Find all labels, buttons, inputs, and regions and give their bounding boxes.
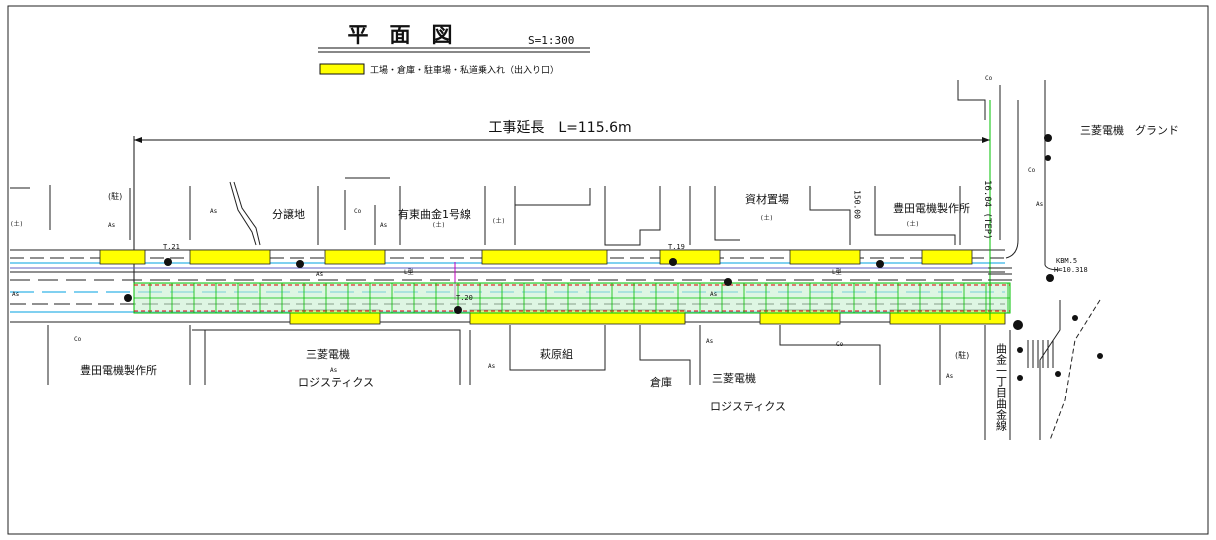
manholes xyxy=(124,134,1103,381)
label-as-2: As xyxy=(210,208,218,215)
label-parking-bottom: (駐) xyxy=(955,350,969,360)
label-co-5: Co xyxy=(1028,167,1036,174)
label-as-10: As xyxy=(946,373,954,380)
label-as-4: As xyxy=(316,271,324,278)
label-road-name: 有東曲金1号線 xyxy=(398,207,471,221)
label-as-8: As xyxy=(488,363,496,370)
label-hagiwara: 萩原組 xyxy=(540,348,573,361)
label-subdivision: 分譲地 xyxy=(272,207,305,221)
label-as-5: As xyxy=(12,291,20,298)
label-mitsubishi-a2: ロジスティクス xyxy=(298,376,374,389)
label-kbm-1: KBM.5 xyxy=(1056,257,1077,265)
crosswalk xyxy=(988,267,1054,368)
legend-label: 工場・倉庫・駐車場・私道乗入れ（出入り口） xyxy=(370,64,559,76)
drawing-title: 平 面 図 xyxy=(348,23,453,47)
legend-swatch xyxy=(319,63,365,75)
label-as-9: As xyxy=(706,338,714,345)
label-grand: 三菱電機 グランド xyxy=(1080,123,1179,137)
work-length-label: 工事延長 L=115.6m xyxy=(488,120,631,136)
label-vertical-road: 曲金一丁目曲金線 xyxy=(995,343,1008,431)
label-as-1: As xyxy=(108,222,116,229)
buildings-bottom xyxy=(47,299,1101,441)
label-mitsubishi-b1: 三菱電機 xyxy=(712,371,756,385)
label-materials-yard: 資材置場 xyxy=(745,192,789,206)
label-as-6: As xyxy=(710,291,718,298)
label-co-4: Co xyxy=(985,75,993,82)
label-co-2: Co xyxy=(74,336,82,343)
label-toyoda-top: 豊田電機製作所 xyxy=(893,201,970,215)
label-tep: 16.04 (TEP) xyxy=(982,180,992,240)
label-soil-3: (土) xyxy=(492,217,505,225)
label-toyoda-bottom: 豊田電機製作所 xyxy=(80,363,157,377)
label-as-11: As xyxy=(1036,201,1044,208)
label-kbm-2: H=10.318 xyxy=(1054,266,1088,274)
label-co-3: Co xyxy=(836,341,844,348)
label-lgata-2: L型 xyxy=(832,268,842,276)
label-soil-2: (土) xyxy=(432,221,445,229)
label-co-1: Co xyxy=(354,208,362,215)
label-warehouse: 倉庫 xyxy=(650,375,672,389)
label-parking-top: (駐) xyxy=(108,191,122,201)
buildings-top xyxy=(10,80,1061,271)
label-t21: T.21 xyxy=(163,243,180,251)
drawing-scale: S=1:300 xyxy=(528,34,574,47)
label-t20: T.20 xyxy=(456,294,473,302)
label-soil-4: (土) xyxy=(760,214,773,222)
drawing-frame xyxy=(7,5,1209,535)
label-soil-1: (土) xyxy=(10,220,23,228)
label-t19: T.19 xyxy=(668,243,685,251)
label-mitsubishi-a1: 三菱電機 xyxy=(306,347,350,361)
label-lgata-1: L型 xyxy=(404,268,414,276)
entrances-top xyxy=(99,249,973,265)
label-mitsubishi-b2: ロジスティクス xyxy=(710,400,786,413)
construction-area xyxy=(133,100,1011,320)
label-as-3: As xyxy=(380,222,388,229)
label-as-7: As xyxy=(330,367,338,374)
label-150: 150.00 xyxy=(853,190,862,219)
label-soil-5: (土) xyxy=(906,220,919,228)
